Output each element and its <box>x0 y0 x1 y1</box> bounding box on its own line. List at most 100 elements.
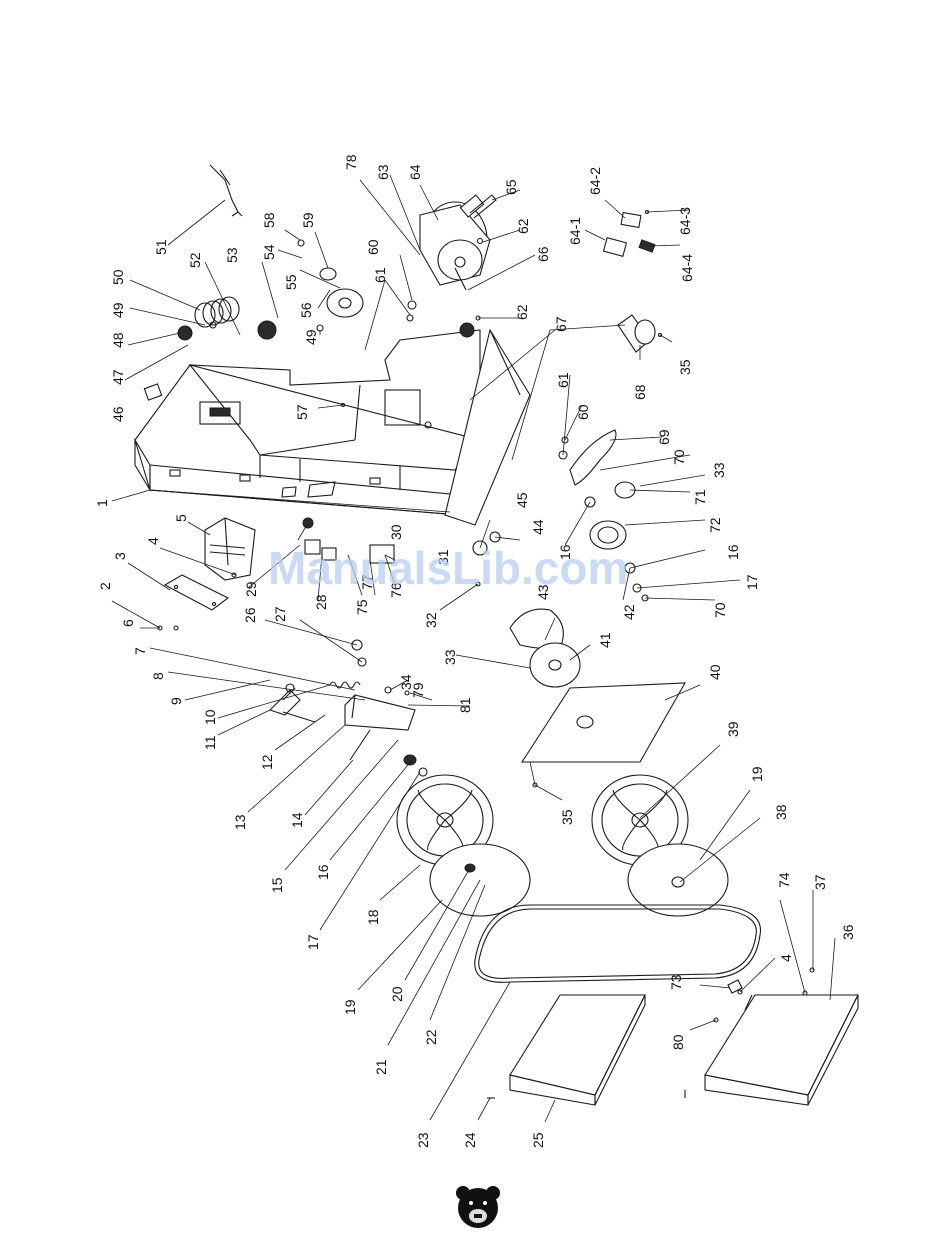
saw-blade <box>474 904 762 983</box>
callout: 40 <box>707 664 723 680</box>
motor <box>419 194 491 291</box>
small-knob <box>177 325 193 341</box>
callout: 53 <box>224 247 240 263</box>
callout: 34 <box>398 674 414 690</box>
callout: 54 <box>261 244 277 260</box>
callout: 3 <box>112 552 128 560</box>
watermark-text: ManualsLib.com <box>268 542 628 594</box>
callout: 73 <box>668 974 684 990</box>
callout: 10 <box>202 709 218 725</box>
callout: 79 <box>410 682 426 698</box>
callout: 13 <box>232 814 248 830</box>
upper-door <box>704 994 859 1106</box>
callout: 41 <box>597 632 613 648</box>
callout: 60 <box>365 239 381 255</box>
callout: 64-3 <box>677 207 693 235</box>
callout: 17 <box>305 934 321 950</box>
callout: 56 <box>298 302 314 318</box>
callout: 16 <box>315 864 331 880</box>
callout: 26 <box>242 607 258 623</box>
callout: 25 <box>530 1132 546 1148</box>
callout: 14 <box>289 812 305 828</box>
parts-drawing <box>134 164 859 1106</box>
callout: 49 <box>110 302 126 318</box>
callout: 16 <box>725 544 741 560</box>
guide-block <box>344 694 416 731</box>
v-belt <box>509 608 564 650</box>
callout: 23 <box>415 1132 431 1148</box>
callout: 59 <box>300 212 316 228</box>
callout: 12 <box>259 754 275 770</box>
callout: 70 <box>712 602 728 618</box>
callout: 58 <box>261 212 277 228</box>
callout: 37 <box>812 874 828 890</box>
lower-door <box>509 994 646 1106</box>
callout: 55 <box>283 274 299 290</box>
callout: 22 <box>423 1029 439 1045</box>
callout: 45 <box>514 492 530 508</box>
callout: 52 <box>187 252 203 268</box>
callout: 80 <box>670 1034 686 1050</box>
callout: 70 <box>671 449 687 465</box>
callout: 4 <box>778 954 794 962</box>
callout: 77 <box>359 574 375 590</box>
callout: 1 <box>94 499 110 507</box>
label-plate <box>143 383 163 401</box>
callout: 29 <box>243 581 259 597</box>
callout: 64 <box>407 164 423 180</box>
callout-labels: 1 2 3 4 5 6 7 8 9 10 11 12 13 14 15 16 1… <box>94 154 856 1148</box>
callout: 5 <box>173 514 189 522</box>
callout: 43 <box>535 584 551 600</box>
callout: 32 <box>423 612 439 628</box>
callout: 60 <box>575 404 591 420</box>
callout: 49 <box>303 329 319 345</box>
callout: 31 <box>435 549 451 565</box>
drive-pulley <box>589 520 627 550</box>
support-rail <box>444 328 531 526</box>
callout: 38 <box>773 804 789 820</box>
callout: 44 <box>530 519 546 535</box>
callout: 74 <box>776 872 792 888</box>
callout: 65 <box>503 179 519 195</box>
callout: 63 <box>375 164 391 180</box>
switch-part <box>602 236 628 258</box>
bear-head-logo <box>456 1186 500 1228</box>
callout: 36 <box>840 924 856 940</box>
leader-lines <box>111 174 836 1123</box>
callout: 71 <box>692 489 708 505</box>
callout: 39 <box>725 721 741 737</box>
callout: 16 <box>557 544 573 560</box>
callout: 35 <box>677 359 693 375</box>
callout: 62 <box>514 304 530 320</box>
terminal <box>638 239 656 253</box>
coil-spring <box>194 296 240 328</box>
callout: 30 <box>388 524 404 540</box>
callout: 17 <box>744 574 760 590</box>
callout: 33 <box>711 462 727 478</box>
callout: 18 <box>365 909 381 925</box>
callout: 46 <box>110 406 126 422</box>
spring <box>329 681 361 689</box>
power-cord <box>209 164 243 217</box>
motor-mount <box>617 314 656 353</box>
callout: 81 <box>457 697 473 713</box>
callout: 6 <box>120 619 136 627</box>
callout: 28 <box>313 594 329 610</box>
shaft <box>349 729 371 761</box>
callout: 11 <box>202 735 218 750</box>
callout: 62 <box>515 218 531 234</box>
callout: 35 <box>559 809 575 825</box>
callout: 61 <box>555 372 571 388</box>
callout: 76 <box>388 582 404 598</box>
callout: 69 <box>656 429 672 445</box>
callout: 61 <box>372 267 388 283</box>
callout: 21 <box>373 1059 389 1075</box>
callout: 7 <box>132 647 148 655</box>
v-belt-small <box>569 429 617 486</box>
callout: 72 <box>707 517 723 533</box>
callout: 75 <box>354 599 370 615</box>
callout: 66 <box>535 246 551 262</box>
callout: 68 <box>632 384 648 400</box>
knob <box>257 320 277 340</box>
